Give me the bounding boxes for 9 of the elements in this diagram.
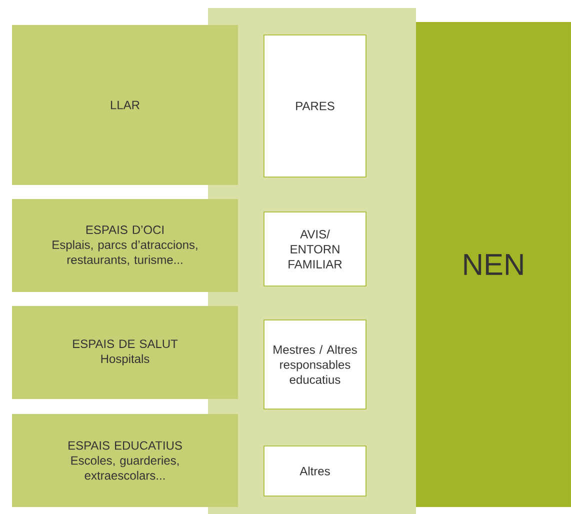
child-box: NEN: [416, 22, 571, 507]
sector-box: ESPAIS D’OCI Esplais, parcs d’atraccions, restaurants, turisme...: [12, 199, 238, 292]
person-box: AVIS/ ENTORN FAMILIAR: [264, 212, 366, 286]
person-box: PARES: [264, 34, 366, 178]
person-box: Altres: [264, 446, 366, 496]
sector-box: LLAR: [12, 25, 238, 185]
sector-box: ESPAIS EDUCATIUS Escoles, guarderies, extraescolars...: [12, 414, 238, 507]
person-box: Mestres / Altres responsables educatius: [264, 320, 366, 410]
sector-box: ESPAIS DE SALUT Hospitals: [12, 306, 238, 399]
